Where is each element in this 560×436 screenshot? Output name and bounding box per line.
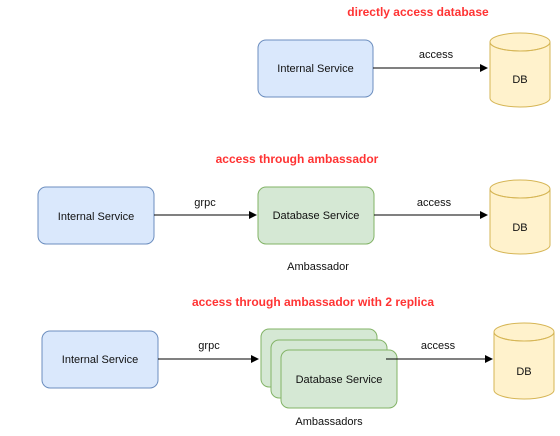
db-label-3: DB: [516, 366, 531, 378]
db-cylinder-1[interactable]: DB: [489, 32, 551, 108]
grpc-edge-label-3: grpc: [198, 340, 220, 352]
internal-service-node-3[interactable]: Internal Service: [41, 330, 159, 389]
db-label-2: DB: [512, 222, 527, 234]
db-cylinder-2[interactable]: DB: [489, 179, 551, 255]
ambassador-label-2: Database Service: [273, 210, 360, 222]
ambassador-label-3: Database Service: [296, 374, 383, 386]
section-direct-access: directly access database Internal Servic…: [257, 5, 551, 108]
db-cylinder-3[interactable]: DB: [493, 322, 555, 400]
access-edge-label-2: access: [417, 197, 452, 209]
ambassador-replicas-stack[interactable]: Database Service: [260, 328, 398, 409]
internal-service-label-2: Internal Service: [58, 211, 134, 223]
ambassadors-caption: Ambassadors: [295, 416, 363, 428]
section-ambassador-replicas: access through ambassador with 2 replica…: [41, 295, 555, 428]
section3-title: access through ambassador with 2 replica: [192, 295, 434, 309]
access-edge-label-3: access: [421, 340, 456, 352]
internal-service-label-3: Internal Service: [62, 354, 138, 366]
access-edge-label-1: access: [419, 49, 454, 61]
section1-title: directly access database: [347, 5, 489, 19]
grpc-edge-label-2: grpc: [194, 197, 216, 209]
section2-title: access through ambassador: [216, 152, 379, 166]
ambassador-replica-front: [280, 349, 398, 409]
internal-service-node-2[interactable]: Internal Service: [37, 186, 155, 245]
ambassador-caption: Ambassador: [287, 261, 349, 273]
section-through-ambassador: access through ambassador Internal Servi…: [37, 152, 551, 273]
db-label-1: DB: [512, 74, 527, 86]
ambassador-node-2[interactable]: Database Service: [257, 186, 375, 245]
internal-service-label-1: Internal Service: [277, 63, 353, 75]
internal-service-node-1[interactable]: Internal Service: [257, 39, 374, 98]
